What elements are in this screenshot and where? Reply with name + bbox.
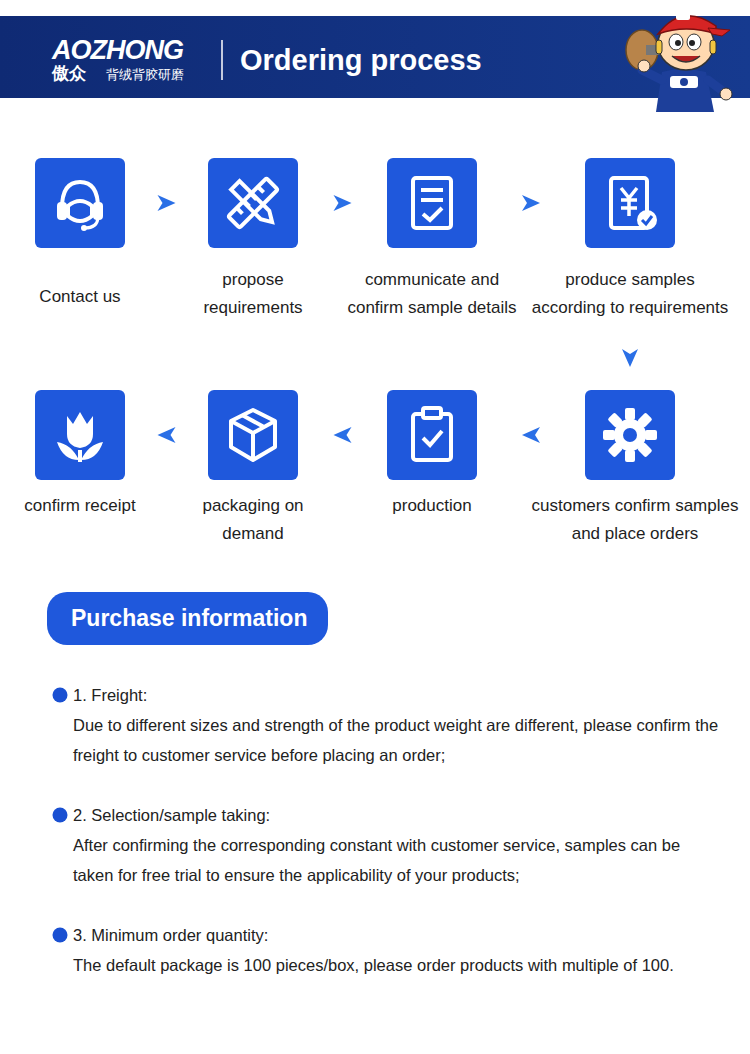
step-label: produce samples according to requirement… <box>528 266 732 322</box>
flow-arrow <box>125 195 208 211</box>
process-step: customers confirm samples and place orde… <box>527 390 743 552</box>
step-icon <box>35 158 125 248</box>
process-step: communicate and confirm sample details <box>341 158 523 326</box>
step-label: customers confirm samples and place orde… <box>527 492 743 548</box>
item-heading: 3. Minimum order quantity: <box>73 924 268 946</box>
flow-arrow <box>298 427 387 443</box>
icon-glyph <box>35 158 125 248</box>
step-icon <box>387 390 477 480</box>
icon-glyph <box>585 390 675 480</box>
flow-arrow <box>298 195 387 211</box>
icon-glyph <box>387 390 477 480</box>
arrow-head <box>622 349 638 367</box>
step-label: confirm receipt <box>10 492 150 520</box>
logo-chinese: 傲众 <box>52 64 86 84</box>
item-body: After confirming the corresponding const… <box>73 830 723 890</box>
step-icon <box>208 158 298 248</box>
mascot-figure <box>622 0 737 116</box>
process-step: confirm receipt <box>10 390 150 524</box>
step-icon <box>35 390 125 480</box>
step-label: packaging on demand <box>194 492 312 548</box>
arrow-head <box>334 195 352 211</box>
icon-glyph <box>208 158 298 248</box>
flow-arrow <box>622 326 638 390</box>
step-label: production <box>372 492 492 520</box>
logo-word: AOZHONG <box>52 35 183 65</box>
process-step: produce samples according to requirement… <box>528 158 732 326</box>
arrow-head <box>522 427 540 443</box>
flow-arrow <box>125 427 208 443</box>
arrow-head <box>334 427 352 443</box>
step-icon <box>585 390 675 480</box>
step-icon <box>208 390 298 480</box>
flow-arrow <box>477 427 585 443</box>
step-label: communicate and confirm sample details <box>341 266 523 322</box>
icon-glyph <box>585 158 675 248</box>
icon-glyph <box>35 390 125 480</box>
item-body: The default package is 100 pieces/box, p… <box>73 950 733 980</box>
arrow-head <box>158 195 176 211</box>
icon-glyph <box>208 390 298 480</box>
item-heading: 2. Selection/sample taking: <box>73 804 270 826</box>
section-pill: Purchase information <box>47 592 328 645</box>
arrow-head <box>158 427 176 443</box>
step-label: Contact us <box>20 283 140 311</box>
step-icon <box>387 158 477 248</box>
process-step: propose requirements <box>197 158 309 326</box>
flow-arrow <box>477 195 585 211</box>
page-title: Ordering process <box>240 40 482 80</box>
process-step: Contact us <box>20 158 140 315</box>
item-heading: 1. Freight: <box>73 684 147 706</box>
bullet-dots <box>0 680 80 950</box>
step-label: propose requirements <box>197 266 309 322</box>
process-step: packaging on demand <box>194 390 312 552</box>
logo-slogan: 背绒背胶研磨 <box>106 66 184 84</box>
arrow-head <box>522 195 540 211</box>
icon-glyph <box>387 158 477 248</box>
section-heading: Purchase information <box>71 603 308 633</box>
item-body: Due to different sizes and strength of t… <box>73 710 723 770</box>
step-icon <box>585 158 675 248</box>
process-step: production <box>372 390 492 524</box>
